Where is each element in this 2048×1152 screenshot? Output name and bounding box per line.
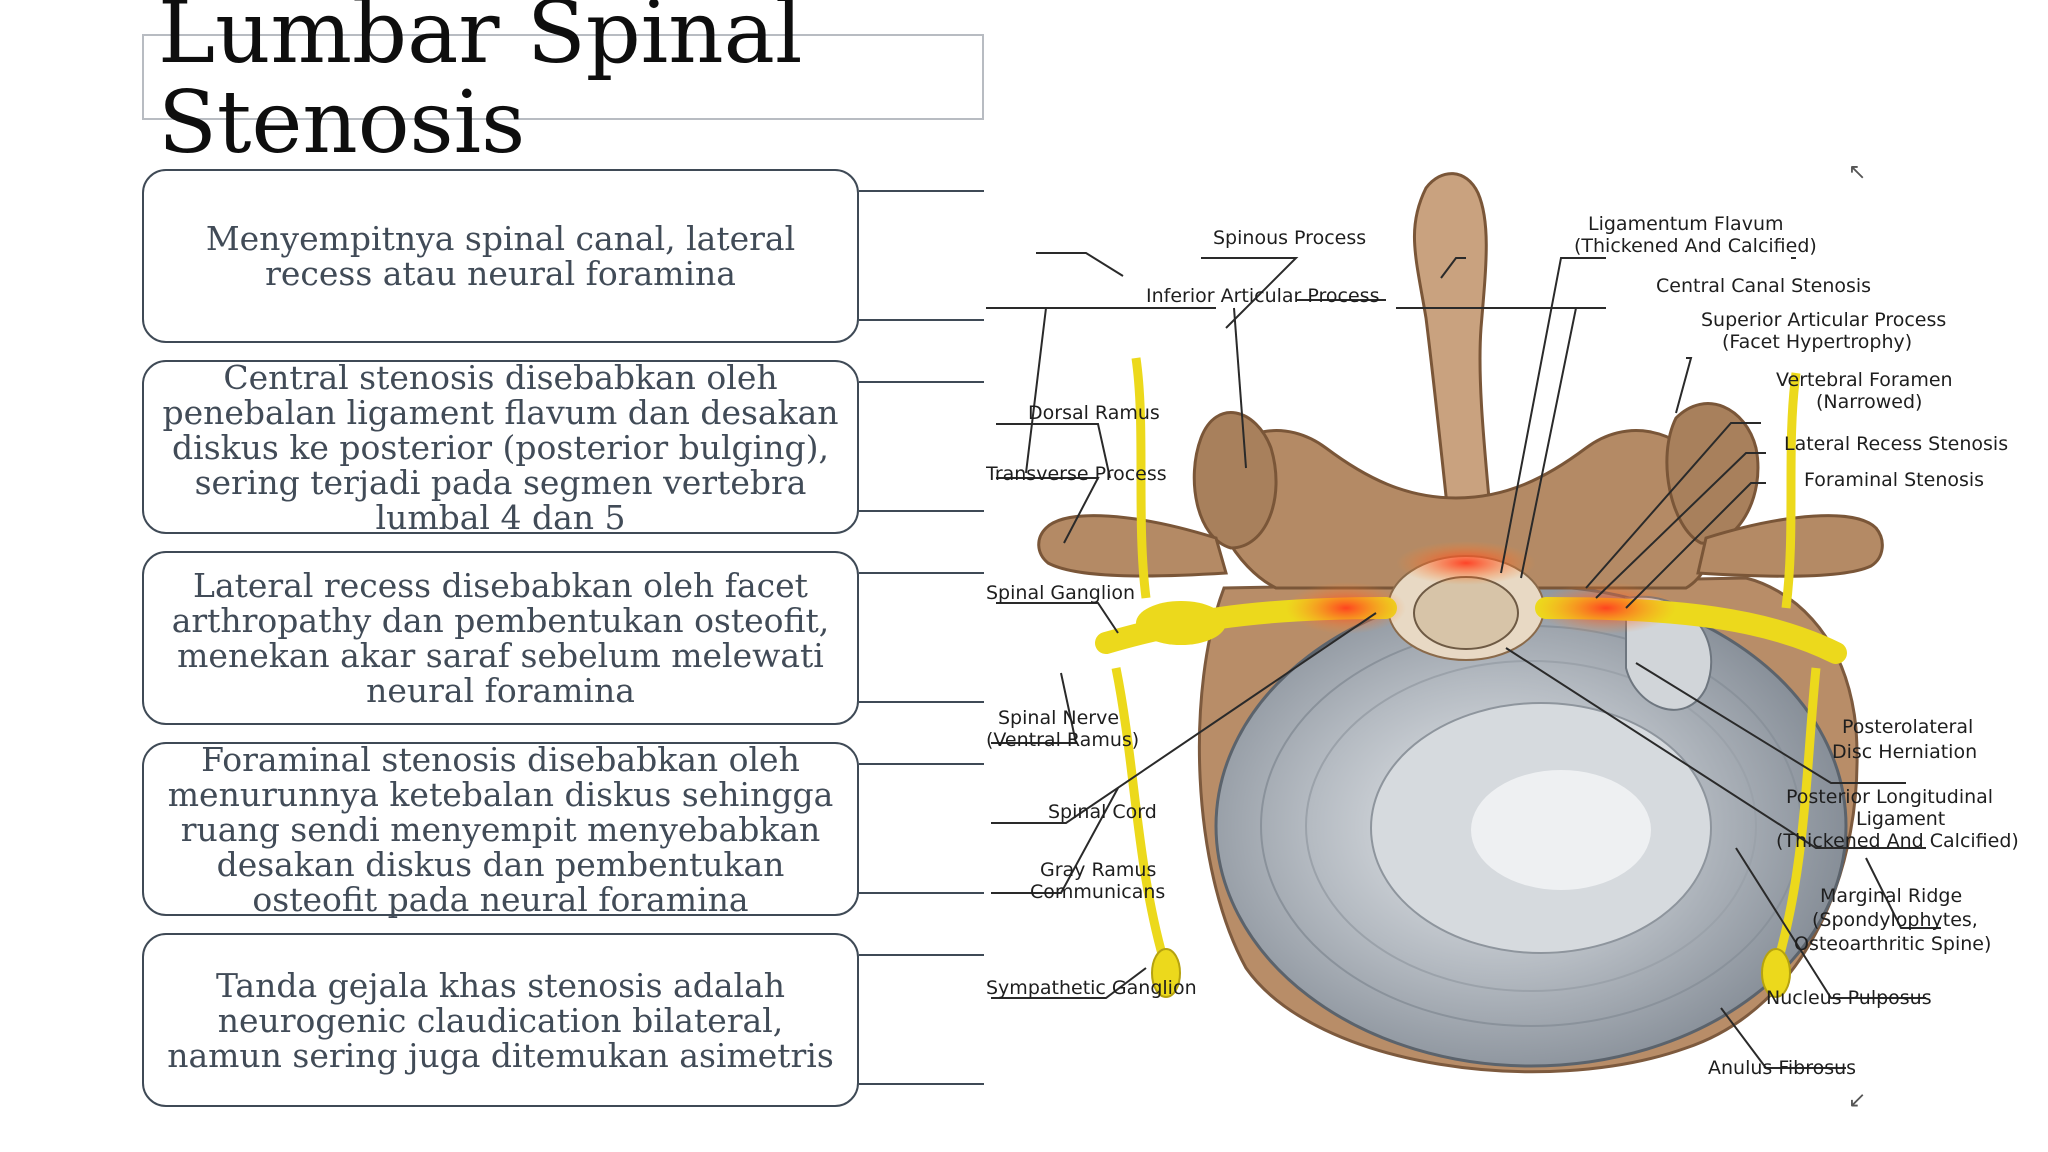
connector-2 (859, 381, 984, 512)
label-foraminal-stenosis: Foraminal Stenosis (1804, 469, 1984, 491)
resize-handle-top-icon: ↖ (1848, 160, 1867, 185)
stenosis-highlight-right (1536, 582, 1676, 634)
connector-3 (859, 572, 984, 703)
point-box-1: Menyempitnya spinal canal, lateral reces… (142, 169, 859, 343)
label-spinous-process: Spinous Process (1213, 227, 1366, 249)
label-spinal-ganglion: Spinal Ganglion (986, 582, 1135, 604)
label-lateral-recess: Lateral Recess Stenosis (1784, 433, 2008, 455)
dorsal-ramus-shape (1131, 357, 1151, 599)
label-pll: Posterior Longitudinal (1786, 786, 1993, 808)
label-disc-herniation: Disc Herniation (1832, 741, 1977, 763)
spinal-ganglion-shape (1136, 601, 1226, 645)
connector-1 (859, 190, 984, 321)
label-spondylophytes: (Spondylophytes, (1812, 909, 1978, 931)
inferior-articular-process-shape (1192, 411, 1278, 550)
label-vertebral-foramen: Vertebral Foramen (1776, 369, 1953, 391)
label-superior-articular: Superior Articular Process (1701, 309, 1946, 331)
stenosis-highlight-left (1286, 582, 1406, 634)
resize-handle-bottom-icon: ↙ (1848, 1088, 1867, 1113)
label-ligamentum-flavum: Ligamentum Flavum (1588, 213, 1784, 235)
point-text-1: Menyempitnya spinal canal, lateral reces… (205, 219, 796, 293)
label-marginal-ridge: Marginal Ridge (1820, 885, 1962, 907)
spinal-cord-shape (1413, 576, 1519, 650)
point-box-5: Tanda gejala khas stenosis adalah neurog… (142, 933, 859, 1107)
label-ligamentum-flavum-note: (Thickened And Calcified) (1574, 235, 1817, 257)
gray-ramus-shape (1111, 667, 1171, 970)
label-anulus-fibrosus: Anulus Fibrosus (1708, 1057, 1856, 1079)
label-central-canal: Central Canal Stenosis (1656, 275, 1871, 297)
spinous-process-shape (1412, 172, 1498, 590)
spine-anatomy-figure: Spinous Process Inferior Articular Proce… (986, 172, 2019, 1079)
label-ligament: Ligament (1856, 808, 1945, 830)
point-text-5: Tanda gejala khas stenosis adalah neurog… (167, 965, 834, 1075)
slide-title: Lumbar Spinal Stenosis (158, 0, 803, 173)
label-spinal-nerve: Spinal Nerve (998, 707, 1119, 729)
label-ventral-ramus: (Ventral Ramus) (986, 729, 1139, 751)
point-text-3: Lateral recess disebabkan oleh facet art… (171, 566, 830, 710)
sympathetic-ganglion-shape (1151, 948, 1181, 998)
point-box-4: Foraminal stenosis disebabkan oleh menur… (142, 739, 859, 919)
title-frame (142, 34, 984, 120)
label-posterolateral: Posterolateral (1842, 716, 1973, 738)
connector-4 (859, 763, 984, 894)
label-communicans: Communicans (1030, 881, 1165, 903)
label-gray-ramus: Gray Ramus (1040, 859, 1156, 881)
point-box-2: Central stenosis disebabkan oleh penebal… (142, 357, 859, 537)
point-text-2: Central stenosis disebabkan oleh penebal… (162, 357, 839, 537)
label-nucleus-pulposus: Nucleus Pulposus (1766, 987, 1932, 1009)
transverse-process-left-shape (1037, 514, 1228, 578)
label-dorsal-ramus: Dorsal Ramus (1028, 402, 1160, 424)
label-pll-note: (Thickened And Calcified) (1776, 830, 2019, 852)
point-box-3: Lateral recess disebabkan oleh facet art… (142, 551, 859, 725)
label-spinal-cord: Spinal Cord (1048, 801, 1157, 823)
label-osteoarthritic: Osteoarthritic Spine) (1794, 933, 1991, 955)
label-sympathetic-ganglion: Sympathetic Ganglion (986, 977, 1197, 999)
label-transverse-process: Transverse Process (986, 463, 1167, 485)
connector-5 (859, 954, 984, 1085)
label-narrowed: (Narrowed) (1816, 391, 1922, 413)
label-inferior-articular: Inferior Articular Process (1146, 285, 1379, 307)
point-text-4: Foraminal stenosis disebabkan oleh menur… (167, 739, 834, 919)
stenosis-highlight-center (1396, 541, 1536, 585)
label-facet-hypertrophy: (Facet Hypertrophy) (1722, 331, 1912, 353)
